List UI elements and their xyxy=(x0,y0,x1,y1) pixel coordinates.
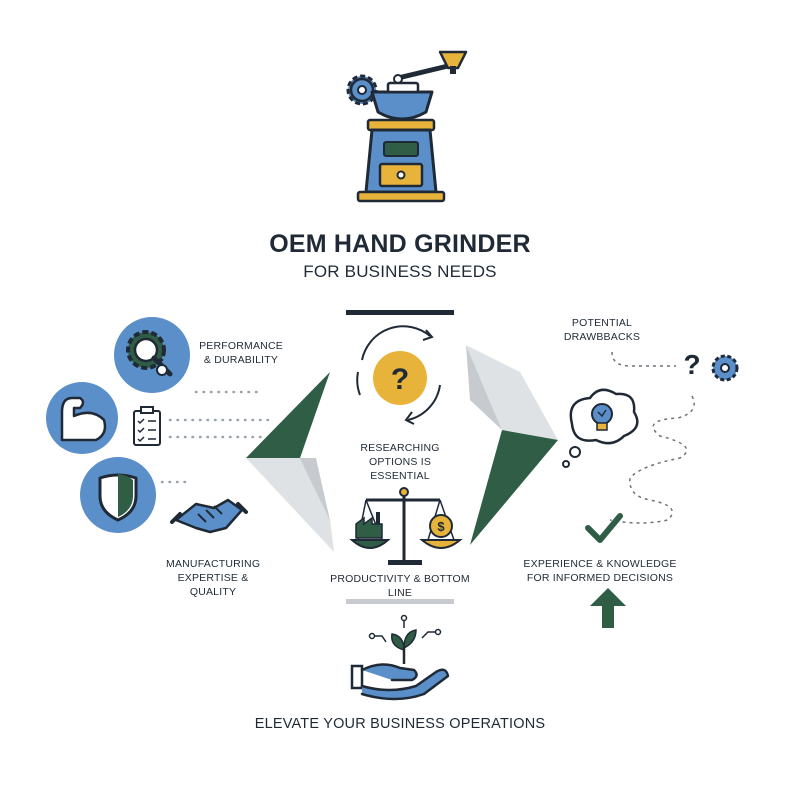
checkmark-icon xyxy=(585,513,623,543)
lightbulb-thought-icon xyxy=(562,388,639,468)
left-connectors xyxy=(160,390,274,484)
factory-icon xyxy=(355,512,383,539)
svg-text:?: ? xyxy=(683,349,700,380)
coffee-grinder-icon xyxy=(356,50,468,203)
drawbacks-path xyxy=(609,351,695,524)
center-frame xyxy=(246,310,558,604)
dollar-icon: $ xyxy=(429,514,453,538)
gear-icon xyxy=(346,74,378,106)
question-small-icon: ? xyxy=(683,349,700,380)
potential-drawbacks-label: POTENTIAL DRAWBBACKS xyxy=(563,317,641,343)
productivity-label: PRODUCTIVITY & BOTTOM LINE xyxy=(330,573,470,599)
svg-text:$: $ xyxy=(437,519,445,534)
manufacturing-quality-label: MANUFACTURING EXPERTISE & QUALITY xyxy=(166,558,261,598)
page-title: OEM HAND GRINDER xyxy=(269,230,531,258)
gear-small-icon xyxy=(711,354,739,382)
muscle-arm-icon xyxy=(46,382,118,454)
svg-text:?: ? xyxy=(391,363,409,396)
performance-durability-label: PERFORMANCE & DURABILITY xyxy=(199,340,283,366)
experience-knowledge-label: EXPERIENCE & KNOWLEDGE FOR INFORMED DECI… xyxy=(523,558,677,584)
shield-icon xyxy=(80,457,156,533)
up-arrow-icon xyxy=(590,588,626,628)
checklist-icon xyxy=(133,406,161,446)
research-options-label: RESEARCHING OPTIONS IS ESSENTIAL xyxy=(360,442,440,482)
hand-plant-icon xyxy=(350,614,450,701)
handshake-icon xyxy=(170,498,248,534)
page-subtitle: FOR BUSINESS NEEDS xyxy=(303,262,497,281)
magnifier-gear-icon xyxy=(114,317,190,393)
question-icon: ? xyxy=(356,325,441,425)
elevate-operations-label: ELEVATE YOUR BUSINESS OPERATIONS xyxy=(254,716,546,732)
